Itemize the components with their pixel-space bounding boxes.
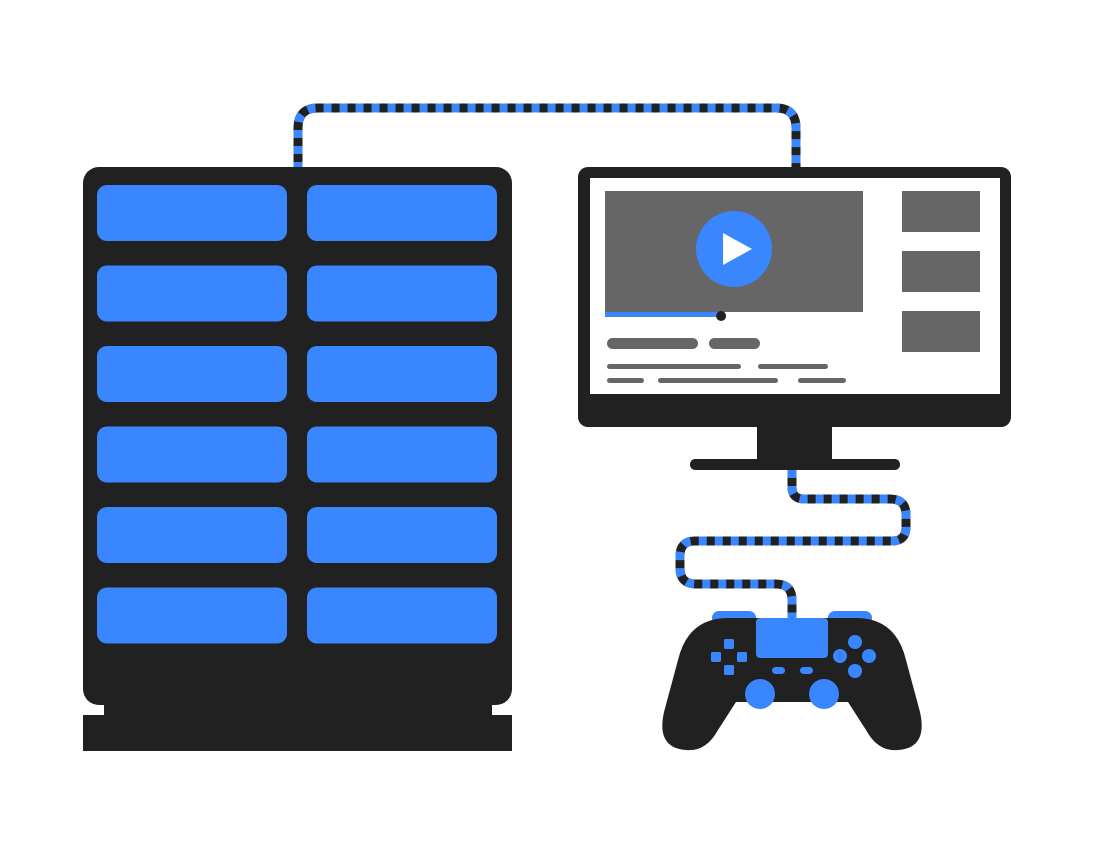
server-slot <box>97 587 287 644</box>
select-button <box>772 667 785 674</box>
server-slot <box>97 346 287 402</box>
server-slot <box>97 507 287 563</box>
gamepad-icon <box>662 611 922 751</box>
server-slot <box>307 426 497 483</box>
server-slot <box>97 426 287 483</box>
server-slot <box>97 265 287 322</box>
thumbnail <box>902 251 980 292</box>
right-thumbstick <box>809 679 839 709</box>
monitor-controller-cable-icon <box>675 465 911 623</box>
text-placeholder <box>607 378 644 383</box>
server-slot <box>307 265 497 322</box>
face-buttons-icon <box>833 635 876 678</box>
left-thumbstick <box>745 679 775 709</box>
monitor-icon <box>578 167 1011 470</box>
dpad-icon <box>711 639 747 675</box>
server-slots <box>97 185 497 644</box>
text-placeholder <box>607 364 741 369</box>
server-slot <box>307 346 497 402</box>
video-progress-bar <box>605 312 722 317</box>
start-button <box>800 667 813 674</box>
server-slot <box>97 185 287 241</box>
thumbnail <box>902 311 980 352</box>
server-rack-icon <box>83 167 512 751</box>
text-placeholder <box>798 378 846 383</box>
text-placeholder <box>758 364 828 369</box>
video-progress-handle <box>716 311 727 321</box>
server-slot <box>307 507 497 563</box>
touchpad <box>756 618 828 658</box>
server-monitor-cable-icon <box>293 103 801 175</box>
server-slot <box>307 587 497 644</box>
monitor-stand <box>757 426 832 460</box>
title-placeholder <box>709 338 760 349</box>
monitor-base <box>690 459 900 470</box>
title-placeholder <box>607 338 698 349</box>
text-placeholder <box>658 378 778 383</box>
thumbnail <box>902 191 980 232</box>
server-slot <box>307 185 497 241</box>
